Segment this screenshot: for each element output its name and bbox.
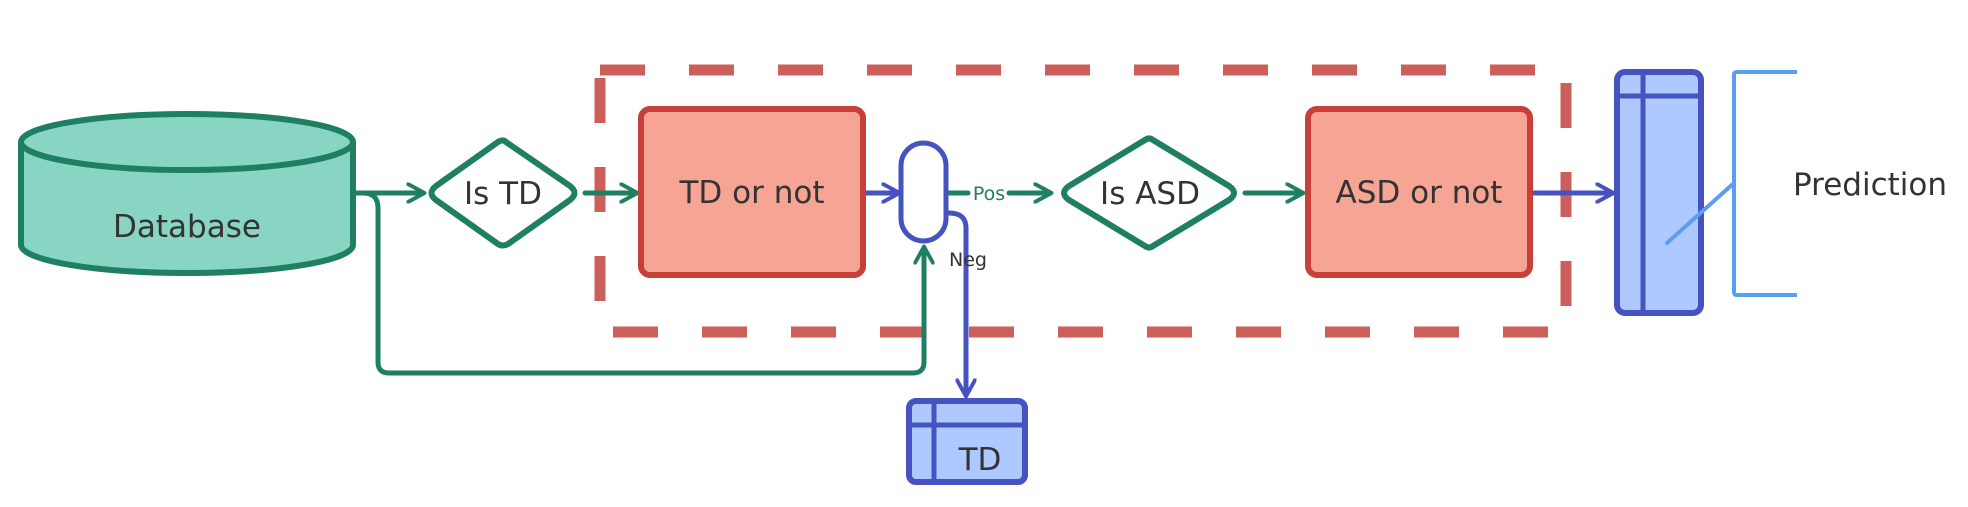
prediction-table-node <box>1614 69 1704 316</box>
prediction-label: Prediction <box>1793 167 1947 203</box>
database-cylinder-body <box>18 142 356 276</box>
edge-database-to-router <box>360 190 924 376</box>
edge-label-pos: Pos <box>973 183 1005 205</box>
is-asd-label: Is ASD <box>1100 176 1200 212</box>
prediction-table-frame <box>1614 69 1704 316</box>
is-td-diamond <box>428 137 578 249</box>
td-table-frame <box>906 398 1028 485</box>
database-node: Database <box>18 111 356 276</box>
annotation-bracket <box>1732 70 1797 297</box>
edge-router-neg-to-td <box>946 210 966 395</box>
td-table-node: TD <box>906 398 1028 485</box>
connectors <box>353 190 1612 395</box>
is-td-label: Is TD <box>464 176 542 212</box>
asd-or-not-box <box>1305 106 1533 278</box>
prediction-annotation: Prediction <box>1665 70 1947 297</box>
database-cylinder-top <box>18 111 356 173</box>
td-or-not-box <box>638 106 866 278</box>
asd-or-not-label: ASD or not <box>1336 175 1503 211</box>
is-asd-node: Is ASD <box>1061 135 1237 251</box>
td-or-not-label: TD or not <box>679 175 825 211</box>
is-asd-diamond <box>1061 135 1237 251</box>
td-table-label: TD <box>958 442 1002 478</box>
router-junction <box>898 140 949 244</box>
is-td-node: Is TD <box>428 137 578 249</box>
td-or-not-node: TD or not <box>638 106 866 278</box>
database-label: Database <box>113 209 261 245</box>
model-group-boundary <box>594 64 1572 338</box>
asd-or-not-node: ASD or not <box>1305 106 1533 278</box>
annotation-connector <box>1665 181 1736 245</box>
edge-label-neg: Neg <box>949 249 987 271</box>
